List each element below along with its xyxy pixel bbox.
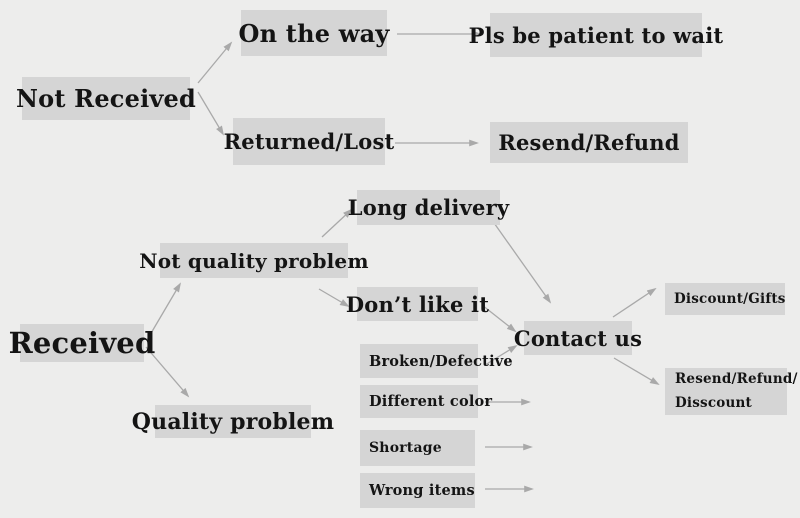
node-label: Broken/Defective	[369, 352, 513, 370]
arrow-contact-us-to-resend-refund-disscount	[613, 357, 660, 385]
arrow-received-to-quality-problem	[145, 346, 190, 398]
arrow-not-quality-problem-to-long-delivery	[321, 208, 353, 238]
arrow-contact-us-to-discount-gifts	[612, 287, 657, 318]
node-quality-problem: Quality problem	[132, 405, 334, 438]
node-on-the-way: On the way	[238, 10, 390, 56]
node-label: Pls be patient to wait	[468, 22, 724, 48]
node-label-line1: Resend/Refund/	[675, 370, 798, 387]
node-contact-us: Contact us	[514, 321, 642, 355]
node-label: Returned/Lost	[223, 129, 395, 154]
node-label: Not quality problem	[139, 248, 369, 273]
node-label: Wrong items	[369, 482, 475, 499]
node-discount-gifts: Discount/Gifts	[665, 283, 785, 315]
node-label: Resend/Refund	[498, 130, 680, 155]
arrow-dont-like-it-to-contact-us	[481, 304, 517, 333]
node-label: Discount/Gifts	[674, 291, 786, 307]
node-label: Long delivery	[347, 195, 510, 220]
node-label: Received	[8, 326, 156, 360]
node-label: On the way	[238, 18, 390, 48]
node-not-received: Not Received	[16, 77, 196, 120]
arrow-received-to-not-quality-problem	[146, 282, 181, 341]
node-dont-like-it: Don’t like it	[346, 287, 489, 321]
node-label: Shortage	[369, 440, 442, 456]
node-pls-be-patient: Pls be patient to wait	[469, 13, 723, 57]
node-long-delivery: Long delivery	[348, 190, 509, 225]
node-label: Not Received	[16, 84, 196, 113]
arrow-broken-defective-to-contact-us	[484, 344, 518, 366]
node-label: Contact us	[513, 325, 643, 351]
node-different-color: Different color	[360, 385, 492, 418]
node-label: Quality problem	[131, 408, 335, 435]
arrow-not-received-to-returned-lost	[197, 91, 224, 136]
node-label: Don’t like it	[345, 291, 490, 317]
node-broken-defective: Broken/Defective	[360, 344, 513, 378]
arrow-not-quality-problem-to-dont-like-it	[318, 288, 350, 307]
node-label: Different color	[369, 393, 493, 410]
arrow-long-delivery-to-contact-us	[486, 212, 552, 304]
node-resend-refund-disscount: Resend/Refund/ Disscount	[665, 368, 797, 415]
arrow-not-received-to-on-the-way	[197, 41, 233, 84]
node-label-line2: Disscount	[675, 394, 752, 411]
node-received: Received	[9, 324, 155, 362]
node-shortage: Shortage	[360, 430, 475, 466]
node-wrong-items: Wrong items	[360, 473, 475, 508]
node-returned-lost: Returned/Lost	[224, 118, 394, 165]
node-not-quality-problem: Not quality problem	[139, 243, 369, 278]
node-resend-refund: Resend/Refund	[490, 122, 688, 163]
